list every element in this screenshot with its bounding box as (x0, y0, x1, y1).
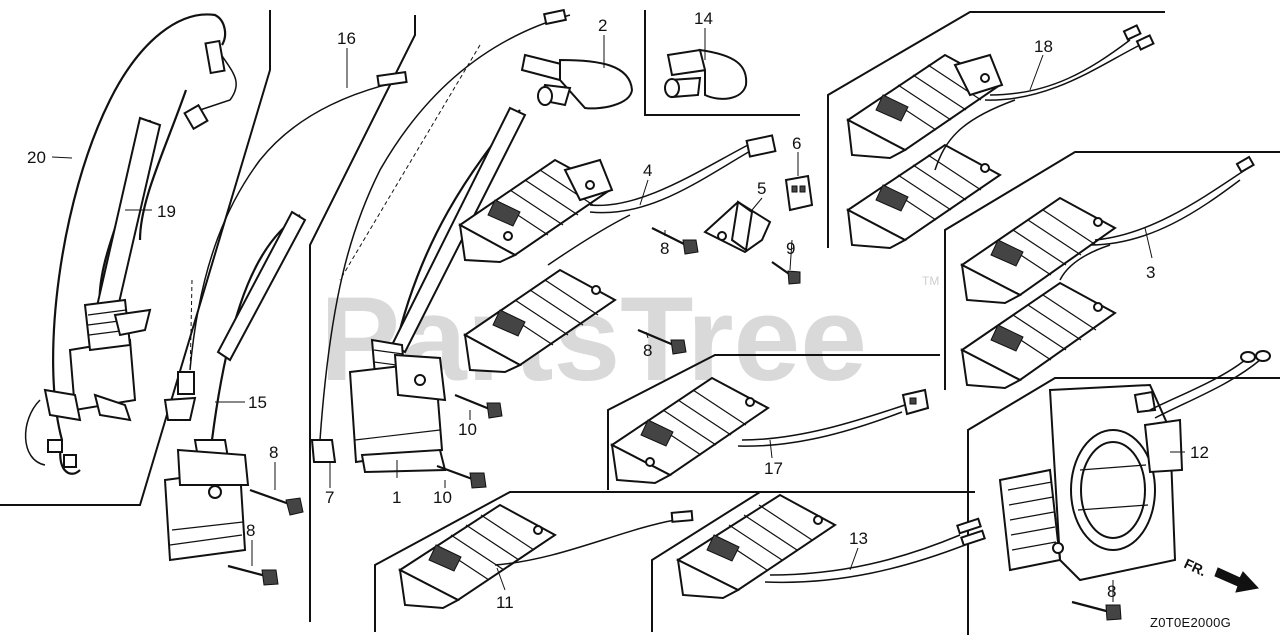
callout-9: 9 (786, 239, 795, 258)
part-15-ignition-coil (163, 210, 307, 562)
bolt-8-upper-left (249, 488, 304, 516)
bolt-8-mid (651, 227, 699, 255)
bolt-8-lower-left (227, 564, 279, 586)
callout-4: 4 (643, 161, 652, 180)
callout-17: 17 (764, 459, 783, 478)
part-3-coil-lower (960, 281, 1117, 390)
leader-lines (51, 28, 1185, 602)
callout-10-upper: 10 (458, 420, 477, 439)
callout-5: 5 (757, 179, 766, 198)
part-20-19-coil-body (24, 298, 152, 468)
callout-6: 6 (792, 134, 801, 153)
callout-8-upper-left: 8 (269, 443, 278, 462)
part-18-coil-upper (846, 53, 1004, 160)
callout-19: 19 (157, 202, 176, 221)
part-7-stop-wire (310, 8, 571, 463)
callout-13: 13 (849, 529, 868, 548)
diagram-code: Z0T0E2000G (1150, 615, 1231, 630)
callout-16: 16 (337, 29, 356, 48)
part-14-plug-cap (664, 48, 748, 100)
callout-11: 11 (496, 593, 514, 612)
bolt-8-lower-mid (637, 328, 687, 355)
callout-12: 12 (1190, 443, 1209, 462)
part-2-plug-cap (520, 53, 634, 110)
callout-18: 18 (1034, 37, 1053, 56)
part-3-wires (1059, 155, 1255, 281)
part-1-ignition-coil (348, 106, 527, 474)
callout-8-lower-left: 8 (246, 521, 255, 540)
bolt-8-lower-right (1071, 600, 1122, 621)
part-6-grommet (784, 174, 814, 212)
bolt-10-lower (436, 464, 487, 489)
callout-2: 2 (598, 16, 607, 35)
part-18-wires (934, 24, 1155, 171)
frame-plug-cap (644, 10, 800, 116)
bolt-9 (771, 261, 801, 285)
part-11-coil (398, 503, 694, 610)
frame-coil-18 (827, 11, 1165, 248)
callout-14: 14 (694, 9, 713, 28)
frame-coil-12 (967, 377, 1280, 635)
part-5-bracket (703, 200, 772, 254)
part-3-coil-upper (960, 196, 1117, 305)
frame-coil-13 (651, 491, 975, 632)
frame-coil-11 (374, 491, 780, 632)
part-12-charge-coil (998, 350, 1271, 582)
callout-8-mid: 8 (660, 239, 669, 258)
part-16-stop-switch-wire (163, 70, 408, 421)
callout-20: 20 (27, 148, 46, 167)
callout-7: 7 (325, 488, 334, 507)
front-direction-arrow: FR. (1182, 555, 1259, 593)
frame-ignition-coil-group (309, 15, 416, 622)
frame-coil-3 (944, 151, 1280, 390)
part-17-coil (610, 376, 930, 485)
callout-1: 1 (392, 488, 401, 507)
bolt-10-upper (454, 393, 503, 419)
part-4-lower-coil (463, 214, 631, 374)
part-20-high-tension-cord (52, 13, 237, 475)
watermark-trademark: TM (922, 274, 939, 288)
part-4-ignition-coil (458, 134, 777, 264)
callout-3: 3 (1146, 263, 1155, 282)
part-18-coil-lower (846, 143, 1002, 250)
front-direction-label: FR. (1182, 555, 1209, 579)
callout-8-lower-mid: 8 (643, 341, 652, 360)
callout-15: 15 (248, 393, 267, 412)
callout-8-lower-right: 8 (1107, 582, 1116, 601)
frame-left-group (0, 10, 271, 506)
callout-10-lower: 10 (433, 488, 452, 507)
part-13-coil (675, 493, 986, 600)
frame-coil-17 (607, 354, 940, 490)
arrow-icon (1214, 567, 1259, 593)
